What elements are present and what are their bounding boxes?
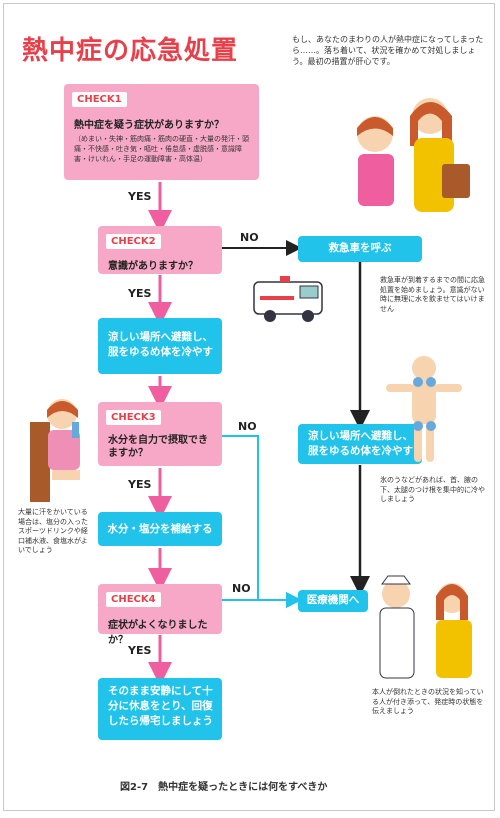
illustration-body-cooling: [386, 356, 462, 462]
rest-action: そのまま安静にして十分に休息をとり、回復したら帰宅しましょう: [98, 678, 222, 740]
hydrate-action-text: 水分・塩分を補給する: [107, 523, 213, 535]
check4-question: 症状がよくなりましたか？: [108, 620, 208, 646]
sweat-note: 大量に汗をかいている場合は、塩分の入ったスポーツドリンクや経口補水液、食塩水がよ…: [18, 508, 88, 554]
hospital-action-text: 医療機関へ: [306, 594, 360, 606]
check4-box: CHECK4 症状がよくなりましたか？: [98, 584, 222, 646]
page-title: 熱中症の応急処置: [22, 36, 239, 66]
hospital-note: 本人が倒れたときの状況を知っている人が付き添って、発症時の状態を伝えましょう: [372, 688, 484, 715]
check2-question: 意識がありますか？: [108, 261, 198, 272]
cool-action-right: 涼しい場所へ避難し、服をゆるめ体を冷やす: [298, 424, 422, 464]
check2-box: CHECK2 意識がありますか？: [98, 226, 222, 274]
no-label-2: NO: [240, 231, 259, 244]
check1-question: 熱中症を疑う症状がありますか？: [74, 120, 224, 131]
cool-action-right-text: 涼しい場所へ避難し、服をゆるめ体を冷やす: [308, 430, 413, 457]
cool-action-left-text: 涼しい場所へ避難し、服をゆるめ体を冷やす: [108, 331, 213, 358]
rest-action-text: そのまま安静にして十分に休息をとり、回復したら帰宅しましょう: [108, 685, 213, 727]
no-label-4: NO: [232, 582, 251, 595]
ambulance-action: 救急車を呼ぶ: [298, 236, 422, 262]
hydrate-action: 水分・塩分を補給する: [98, 512, 222, 546]
illustration-ambulance: [253, 276, 323, 322]
check3-tag: CHECK3: [106, 410, 161, 425]
check1-tag: CHECK1: [72, 92, 127, 107]
illustration-nurse-and-caller: [379, 575, 472, 679]
check4-tag: CHECK4: [106, 592, 161, 607]
illustration-helper-and-patient: [357, 98, 470, 212]
intro-text: もし、あなたのまわりの人が熱中症になってしまったら……。落ち着いて、状況を確かめ…: [292, 35, 484, 66]
yes-label-4: YES: [128, 644, 152, 657]
yes-label-3: YES: [128, 478, 152, 491]
ice-note: 氷のうなどがあれば、首、腋の下、太腿のつけ根を集中的に冷やしましょう: [380, 476, 485, 503]
check1-symptoms: （めまい・失神・筋肉痛・筋肉の硬直・大量の発汗・頭痛・不快感・吐き気・嘔吐・倦怠…: [74, 135, 249, 163]
ambulance-action-text: 救急車を呼ぶ: [328, 242, 392, 254]
illustration-girl-drinking: [30, 399, 80, 502]
check2-tag: CHECK2: [106, 234, 161, 249]
figure-caption: 図2-7 熱中症を疑ったときには何をすべきか: [120, 782, 328, 793]
yes-label-1: YES: [128, 190, 152, 203]
yes-label-2: YES: [128, 287, 152, 300]
check3-question: 水分を自力で摂取できますか？: [108, 435, 208, 459]
no-label-3: NO: [238, 420, 257, 433]
arrow-no-3: [222, 435, 302, 608]
hospital-action: 医療機関へ: [298, 590, 368, 612]
cool-action-left: 涼しい場所へ避難し、服をゆるめ体を冷やす: [98, 318, 222, 374]
check3-box: CHECK3 水分を自力で摂取できますか？: [98, 402, 222, 466]
check1-box: CHECK1 熱中症を疑う症状がありますか？ （めまい・失神・筋肉痛・筋肉の硬直…: [64, 84, 259, 180]
ambulance-note: 救急車が到着するまでの間に応急処置を始めましょう。意識がない時に無理に水を飲ませ…: [380, 276, 485, 313]
